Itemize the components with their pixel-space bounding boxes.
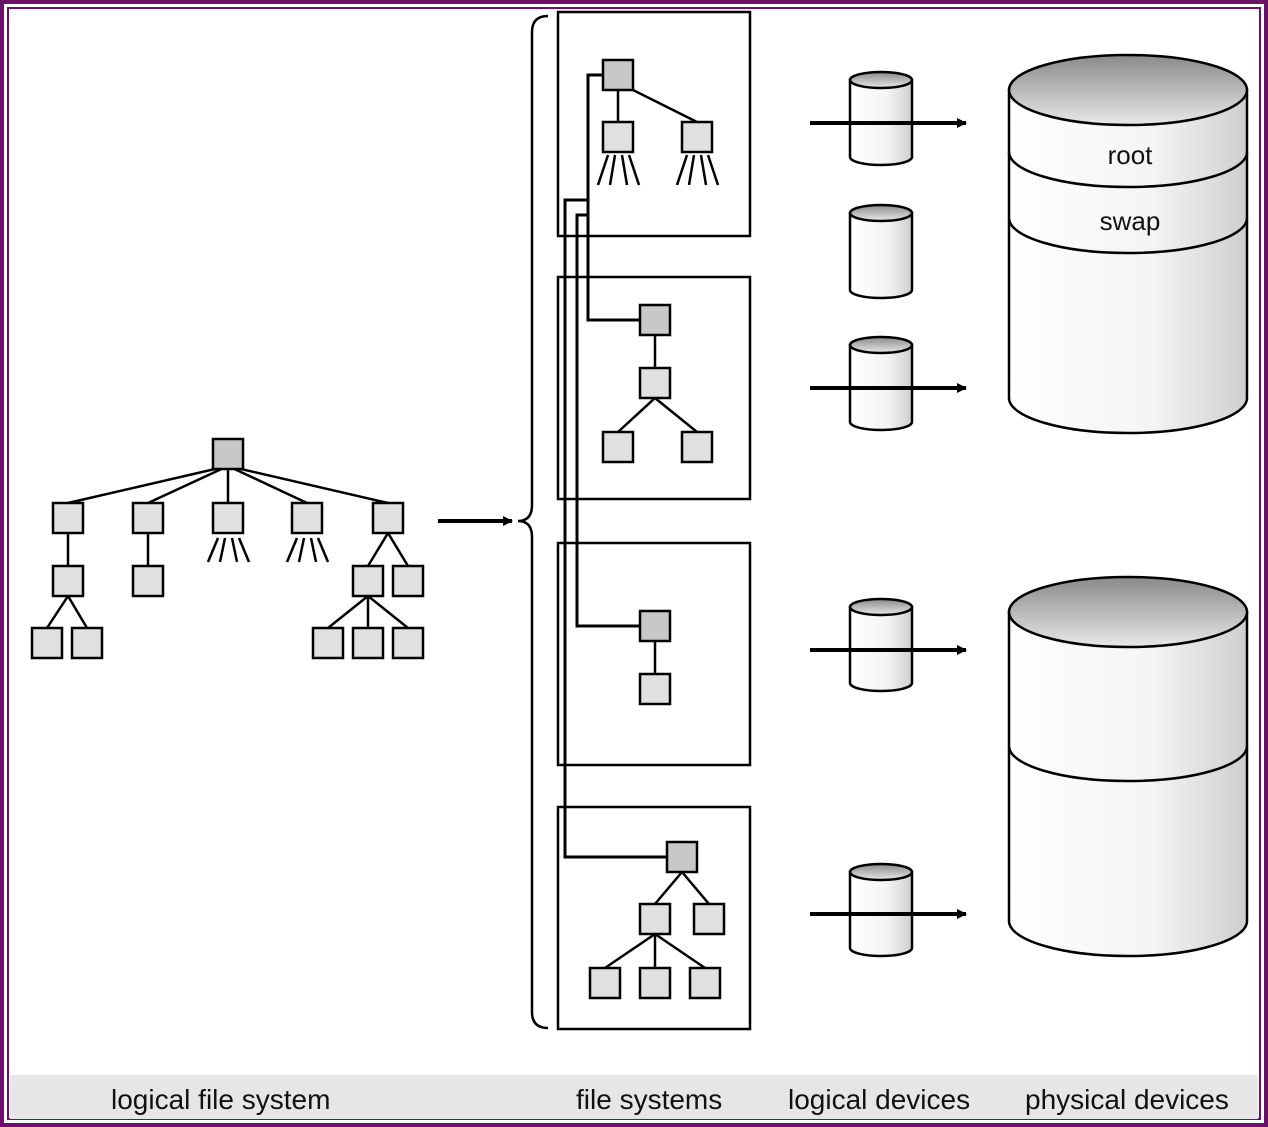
directory-node — [371, 501, 405, 535]
directory-node — [51, 564, 85, 598]
fs2-file-node — [680, 430, 714, 464]
partition-line — [1007, 745, 1249, 783]
file-system-box-1 — [556, 10, 752, 238]
fs4-dir-node — [692, 902, 726, 936]
logical-devices-caption: logical devices — [788, 1084, 971, 1115]
fs4-root-node — [665, 840, 699, 874]
directory-node — [211, 501, 245, 535]
fs4-nodes — [588, 840, 726, 1000]
logical-fs-nodes — [30, 437, 425, 660]
directory-node — [351, 564, 385, 598]
fs2-nodes — [601, 303, 714, 464]
file-node — [30, 626, 64, 660]
fs4-file-node — [688, 966, 722, 1000]
file-systems-caption: file systems — [576, 1084, 723, 1115]
caption-bar — [10, 1075, 1258, 1119]
directory-node — [131, 501, 165, 535]
partition-line — [1007, 151, 1249, 189]
fs1-root-node — [601, 58, 635, 92]
file-system-box-2 — [556, 275, 752, 501]
physical-disk-1: root swap — [1007, 53, 1249, 435]
logical-device-2 — [848, 203, 914, 300]
directory-node — [290, 501, 324, 535]
swap-partition-label: swap — [1100, 206, 1161, 236]
root-directory-node — [211, 437, 245, 471]
fs3-nodes — [638, 609, 672, 706]
file-system-box-3 — [556, 541, 752, 767]
mount-links — [563, 73, 667, 859]
file-system-boxes — [556, 10, 752, 1031]
fs2-file-node — [601, 430, 635, 464]
fs2-tree-lines — [617, 335, 698, 433]
fs4-tree-lines — [604, 871, 710, 970]
logical-file-system-caption: logical file system — [111, 1084, 331, 1115]
file-node — [351, 626, 385, 660]
file-node — [311, 626, 345, 660]
fs4-file-node — [588, 966, 622, 1000]
logical-device-4 — [848, 597, 914, 693]
fs1-nodes — [601, 58, 714, 154]
directory-node — [51, 501, 85, 535]
fs1-tree-lines — [596, 88, 720, 186]
curly-brace — [517, 14, 549, 1030]
root-partition-label: root — [1108, 140, 1154, 170]
fs1-dir-node — [601, 120, 635, 154]
physical-devices-caption: physical devices — [1025, 1084, 1229, 1115]
logical-device-1 — [848, 70, 914, 167]
fs2-dir-node — [638, 366, 672, 400]
fs2-root-node — [638, 303, 672, 337]
file-node — [70, 626, 104, 660]
fs3-root-node — [638, 609, 672, 643]
fs1-dir-node — [680, 120, 714, 154]
fs4-dir-node — [638, 902, 672, 936]
file-system-box-4 — [556, 805, 752, 1031]
directory-node — [391, 564, 425, 598]
physical-disk-2 — [1007, 575, 1249, 958]
fs3-file-node — [638, 672, 672, 706]
logical-device-5 — [848, 862, 914, 958]
partition-line — [1007, 217, 1249, 255]
directory-node — [131, 564, 165, 598]
file-node — [391, 626, 425, 660]
fs4-file-node — [638, 966, 672, 1000]
logical-device-3 — [848, 335, 914, 432]
logical-file-system-tree — [45, 464, 410, 629]
